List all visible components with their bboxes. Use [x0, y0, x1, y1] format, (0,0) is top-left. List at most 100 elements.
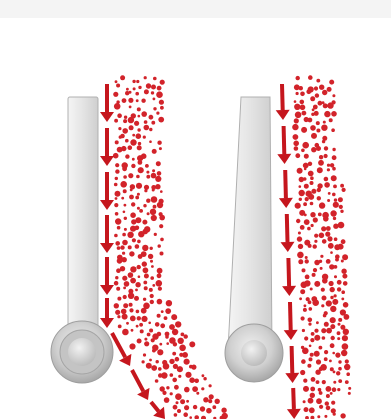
particle-dot: [157, 171, 162, 176]
particle-dot: [144, 274, 149, 279]
particle-dot: [144, 76, 147, 79]
particle-dot: [156, 112, 159, 115]
arrow-shaft: [292, 346, 293, 373]
particle-dot: [156, 360, 159, 363]
particle-dot: [189, 377, 195, 383]
particle-dot: [158, 117, 164, 123]
particle-dot: [120, 266, 125, 271]
particle-dot: [318, 388, 322, 392]
particle-dot: [338, 379, 342, 383]
particle-dot: [324, 182, 330, 188]
particle-dot: [318, 213, 322, 217]
particle-dot: [337, 337, 340, 340]
particle-dot: [157, 299, 163, 305]
particle-dot: [140, 329, 144, 333]
particle-dot: [329, 360, 332, 363]
particle-dot: [115, 241, 120, 246]
down-arrow-icon: [276, 110, 290, 120]
particle-dot: [137, 339, 142, 344]
particle-dot: [338, 318, 342, 322]
arrow-shaft: [288, 258, 289, 286]
particle-dot: [316, 121, 320, 125]
particle-dot: [114, 281, 119, 286]
particle-dot: [317, 167, 323, 173]
particle-dot: [314, 335, 320, 341]
particle-dot: [138, 275, 141, 278]
particle-dot: [177, 409, 181, 413]
particle-dot: [141, 316, 147, 322]
particle-dot: [121, 146, 126, 151]
particle-dot: [321, 304, 324, 307]
particle-dot: [137, 240, 141, 244]
particle-dot: [308, 300, 312, 304]
particle-dot: [203, 377, 206, 380]
particle-dot: [331, 408, 336, 413]
particle-dot: [132, 238, 136, 242]
particle-dot: [303, 163, 309, 169]
particle-dot: [343, 302, 349, 308]
particle-dot: [319, 405, 323, 409]
particle-dot: [164, 397, 170, 403]
particle-dot: [138, 86, 141, 89]
particle-dot: [308, 244, 312, 248]
particle-dot: [303, 400, 306, 403]
particle-dot: [319, 155, 323, 159]
particle-dot: [147, 212, 150, 215]
particle-dot: [314, 111, 319, 116]
particle-dot: [341, 269, 346, 274]
particle-dot: [323, 314, 327, 318]
particle-dot: [337, 280, 342, 285]
particle-dot: [185, 372, 191, 378]
particle-dot: [194, 415, 199, 419]
particle-dot: [128, 272, 134, 278]
particle-dot: [126, 88, 129, 91]
arrow-shaft: [287, 214, 288, 242]
particle-dot: [116, 287, 120, 291]
particle-dot: [338, 367, 342, 371]
particle-dot: [148, 254, 153, 259]
particle-dot: [123, 295, 127, 299]
arrow-shaft: [282, 84, 283, 110]
particle-dot: [344, 314, 350, 320]
particle-dot: [114, 183, 118, 187]
particle-dot: [194, 379, 199, 384]
particle-dot: [156, 161, 161, 166]
particle-dot: [308, 118, 313, 123]
particle-dot: [348, 392, 351, 395]
particle-dot: [310, 96, 315, 101]
particle-dot: [115, 177, 118, 180]
particle-dot: [120, 75, 125, 80]
particle-dot: [135, 244, 140, 249]
particle-dot: [169, 359, 174, 364]
particle-dot: [157, 141, 161, 145]
particle-dot: [314, 329, 318, 333]
particle-dot: [193, 405, 197, 409]
particle-dot: [327, 164, 330, 167]
particle-dot: [116, 84, 120, 88]
particle-dot: [131, 164, 135, 168]
particle-dot: [200, 406, 205, 411]
particle-dot: [319, 260, 322, 263]
particle-dot: [295, 153, 300, 158]
particle-dot: [126, 322, 129, 325]
particle-dot: [137, 265, 141, 269]
particle-dot: [180, 399, 185, 404]
particle-dot: [122, 128, 128, 134]
particle-dot: [184, 334, 188, 338]
particle-dot: [341, 239, 346, 244]
particle-dot: [299, 198, 302, 201]
particle-dot: [201, 387, 204, 390]
particle-dot: [329, 118, 333, 122]
particle-dot: [332, 387, 337, 392]
particle-dot: [160, 238, 164, 242]
particle-dot: [124, 217, 127, 220]
particle-dot: [129, 195, 134, 200]
particle-dot: [294, 100, 297, 103]
particle-dot: [137, 107, 141, 111]
particle-dot: [322, 140, 325, 143]
down-arrow-icon: [281, 242, 295, 252]
particle-dot: [327, 236, 332, 241]
particle-dot: [152, 349, 156, 353]
particle-dot: [293, 134, 299, 140]
particle-dot: [115, 140, 119, 144]
